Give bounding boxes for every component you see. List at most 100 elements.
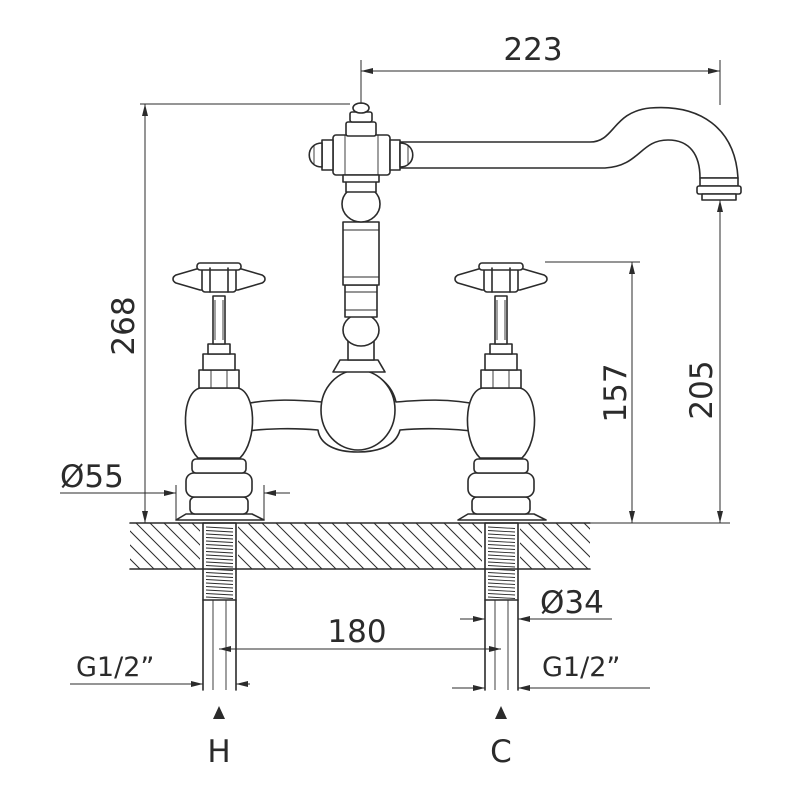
cold-shank: [484, 522, 519, 691]
hatch-line: [130, 523, 169, 569]
thread-line: [205, 561, 234, 564]
base-diameter-label: Ø55: [60, 459, 124, 495]
cold-valve: [454, 262, 548, 521]
thread-line: [487, 547, 516, 550]
hatch-line: [233, 523, 281, 569]
hatch-line: [359, 523, 407, 569]
hot-shank: [202, 522, 237, 691]
thread-line: [205, 537, 234, 540]
hatch-line: [401, 523, 449, 569]
thread-line: [487, 589, 516, 592]
hatch-line: [345, 523, 393, 569]
thread-line: [487, 593, 516, 596]
hatch-line: [303, 523, 351, 569]
thread-line: [205, 586, 234, 589]
hatch-line: [654, 523, 700, 569]
thread-line: [205, 582, 234, 585]
hot-inlet-arrow-icon: [213, 706, 225, 719]
hatch-line: [261, 523, 309, 569]
hatch-line: [555, 523, 590, 569]
spout-height-label: 205: [684, 360, 720, 419]
thread-line: [487, 551, 516, 554]
cold-inlet-arrow-icon: [495, 706, 507, 719]
thread-line: [205, 589, 234, 592]
thread-line: [205, 544, 234, 547]
hatch-line: [583, 523, 590, 569]
hatch-line: [135, 523, 183, 569]
hatch-line: [415, 523, 463, 569]
thread-line: [205, 575, 234, 578]
thread-line: [205, 593, 234, 596]
dimension-lines: [60, 60, 730, 719]
thread-line: [205, 565, 234, 568]
thread-line: [205, 596, 234, 599]
thread-line: [205, 547, 234, 550]
hatch-line: [149, 523, 197, 569]
bridge-body: [239, 359, 481, 453]
thread-line: [205, 551, 234, 554]
thread-line: [487, 526, 516, 529]
hatch-line: [513, 523, 561, 569]
thread-line: [205, 526, 234, 529]
thread-line: [205, 530, 234, 533]
hatch-line: [317, 523, 365, 569]
hot-valve: [172, 262, 266, 521]
centres-label: 180: [327, 614, 386, 650]
thread-line: [487, 565, 516, 568]
thread-line: [487, 533, 516, 536]
thread-line: [487, 558, 516, 561]
thread-line: [205, 554, 234, 557]
hatch-line: [640, 523, 686, 569]
spout-hub: [308, 102, 414, 183]
thread-line: [487, 572, 516, 575]
spout-column: [341, 179, 381, 361]
thread-line: [487, 568, 516, 571]
hatch-line: [373, 523, 421, 569]
hatch-line: [289, 523, 337, 569]
hatch-line: [527, 523, 575, 569]
deck-hatching: [80, 523, 700, 569]
thread-left-label: G1/2”: [76, 652, 154, 683]
thread-line: [487, 530, 516, 533]
cold-inlet-label: C: [490, 734, 512, 770]
hatch-line: [612, 523, 658, 569]
thread-line: [487, 554, 516, 557]
hatch-line: [569, 523, 590, 569]
deck-section: [80, 522, 700, 570]
thread-line: [487, 596, 516, 599]
thread-line: [205, 579, 234, 582]
thread-line: [487, 582, 516, 585]
hot-inlet-label: H: [207, 734, 230, 770]
hatch-line: [130, 523, 141, 569]
hatch-line: [331, 523, 379, 569]
hatch-line: [177, 523, 225, 569]
hatch-line: [443, 523, 491, 569]
thread-line: [487, 537, 516, 540]
hatch-line: [130, 523, 155, 569]
hatch-line: [80, 523, 126, 569]
thread-line: [487, 586, 516, 589]
thread-line: [205, 540, 234, 543]
hatch-line: [275, 523, 323, 569]
thread-line: [205, 572, 234, 575]
hatch-line: [541, 523, 589, 569]
hatch-line: [626, 523, 672, 569]
thread-line: [205, 558, 234, 561]
thread-right-label: G1/2”: [542, 652, 620, 683]
thread-line: [487, 561, 516, 564]
thread-line: [205, 568, 234, 571]
thread-line: [487, 579, 516, 582]
dimension-labels: 223 268 157 205 Ø55 Ø34 180 G1/2” G1/2” …: [60, 32, 720, 770]
spout: [394, 106, 742, 201]
hatch-line: [429, 523, 477, 569]
thread-line: [205, 533, 234, 536]
total-height-label: 268: [106, 296, 142, 355]
spout-reach-label: 223: [503, 32, 562, 68]
hatch-line: [247, 523, 295, 569]
thread-line: [487, 540, 516, 543]
hatch-line: [387, 523, 435, 569]
hatch-line: [598, 523, 644, 569]
handle-height-label: 157: [598, 363, 634, 422]
shank-diameter-label: Ø34: [540, 585, 604, 621]
